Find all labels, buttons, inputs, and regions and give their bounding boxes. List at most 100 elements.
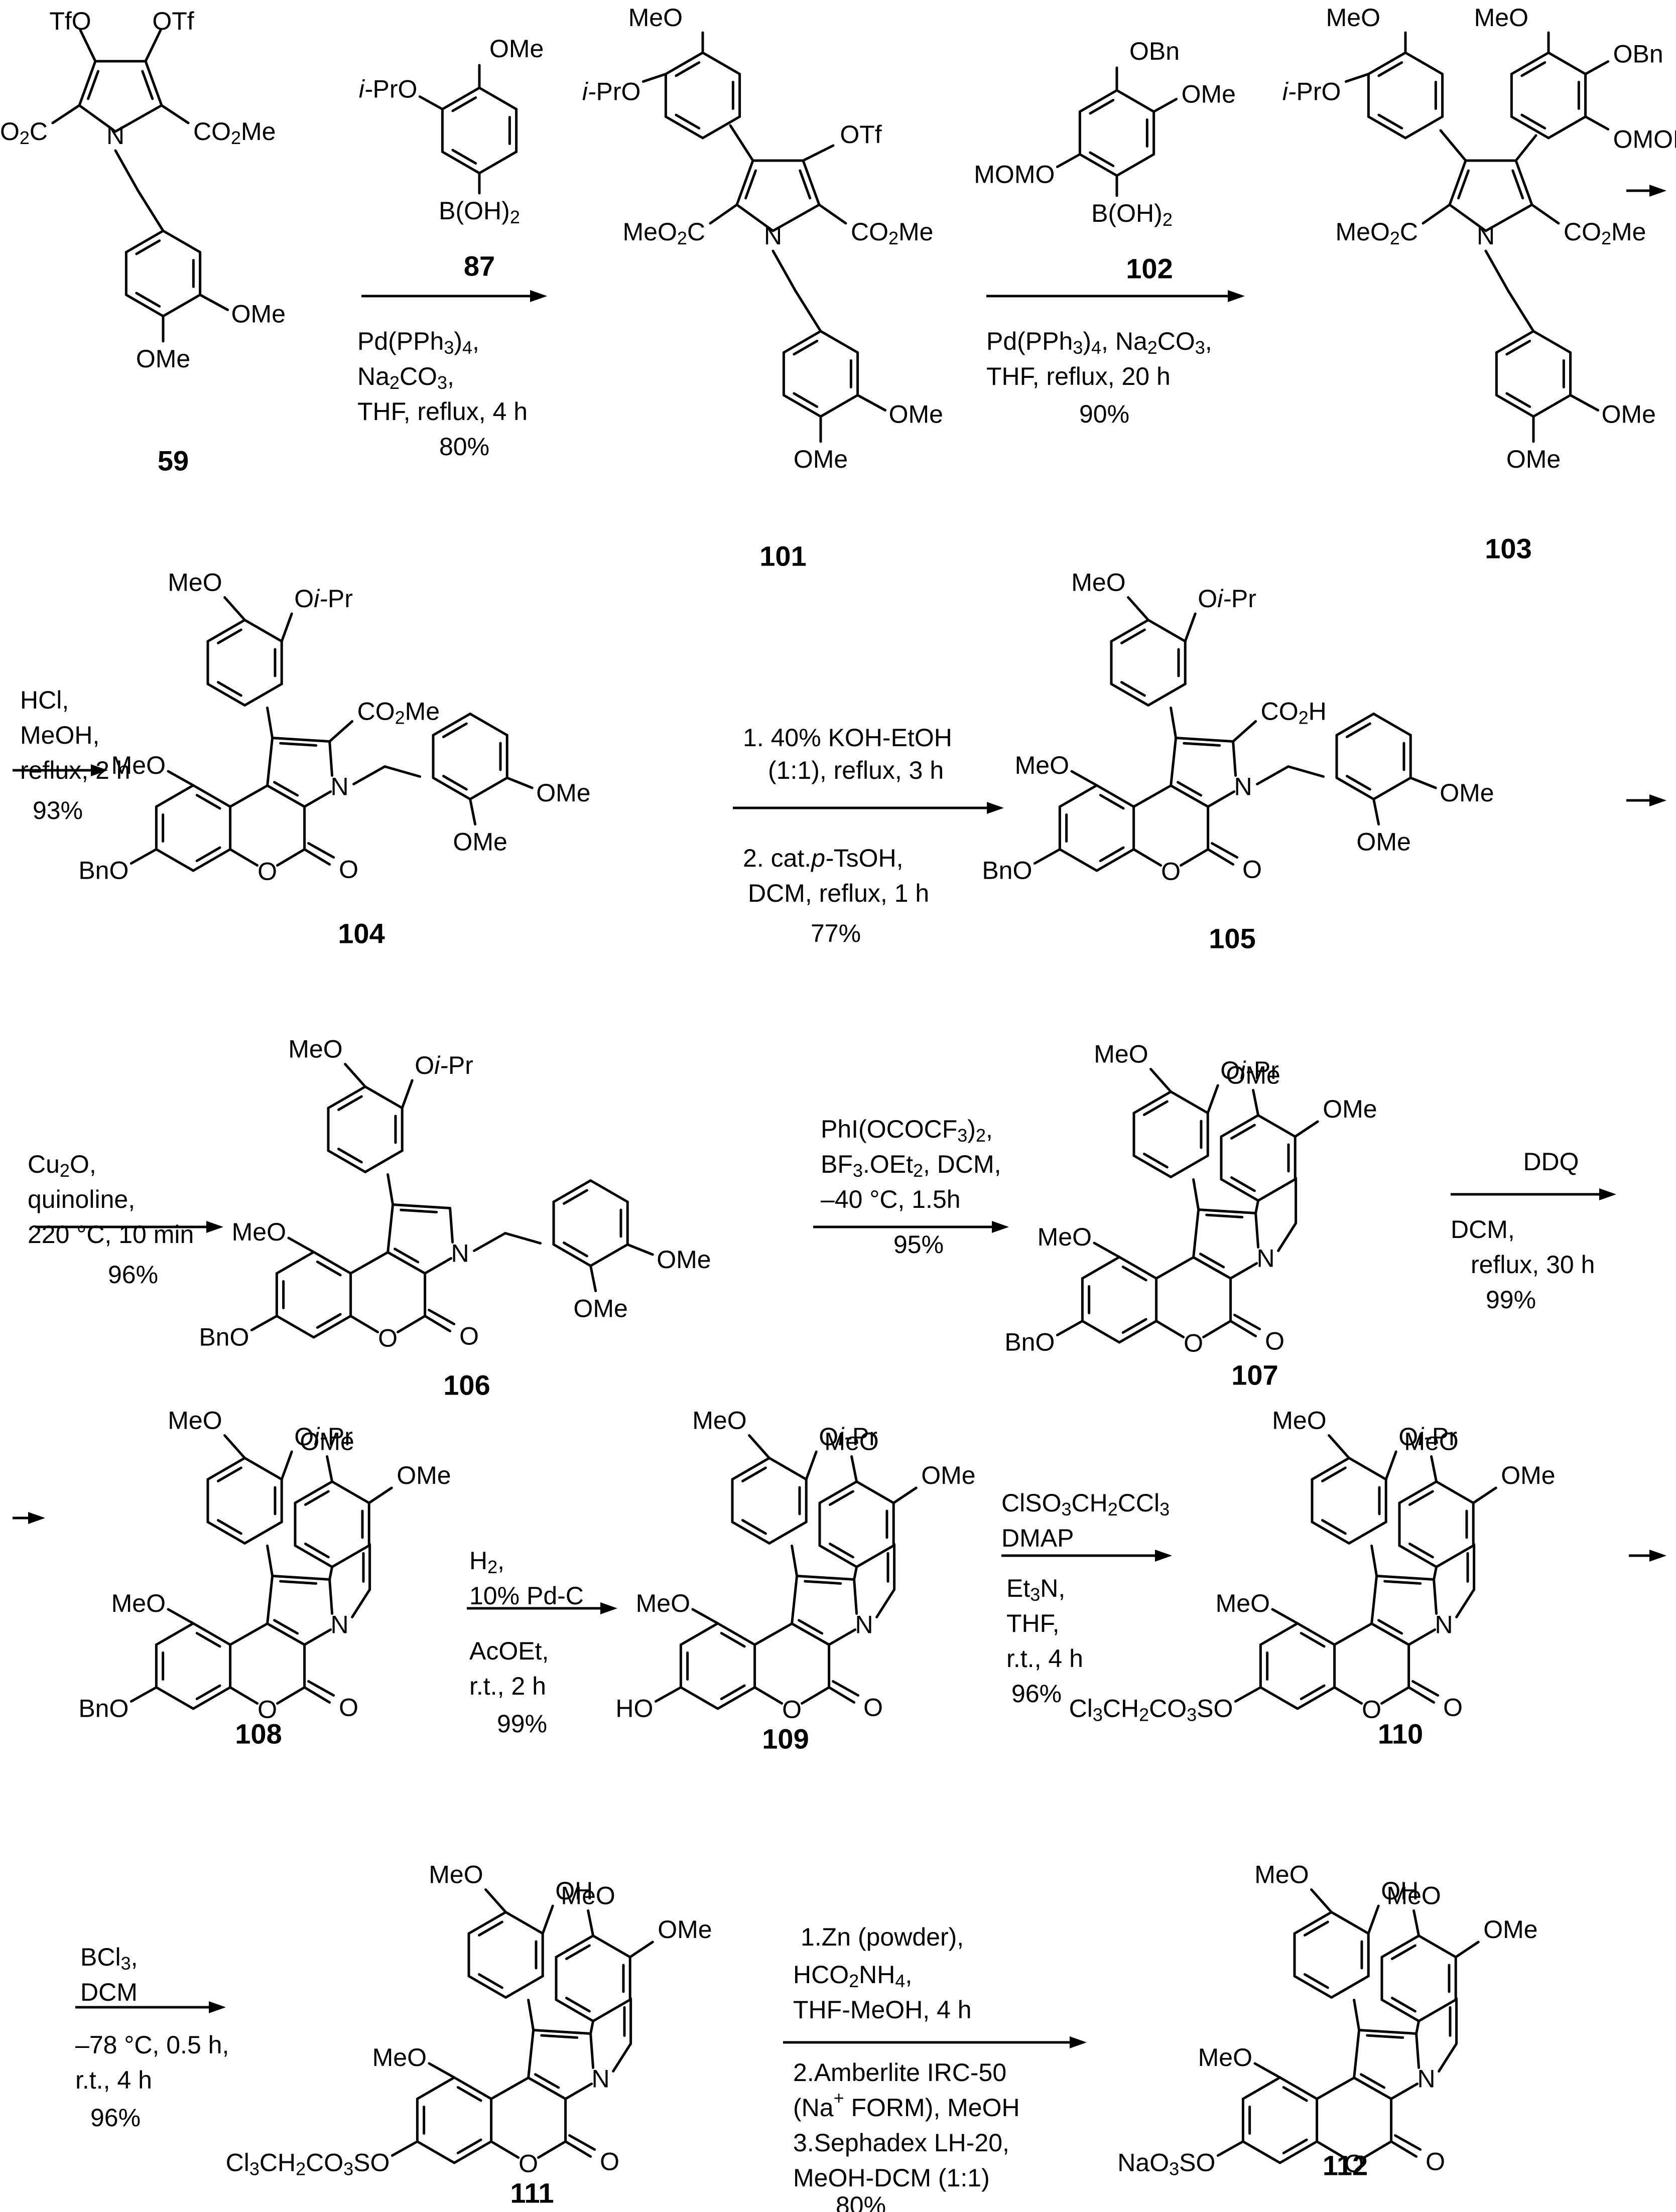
compound-number: 101 [759, 540, 806, 572]
atom-label: OMe [231, 300, 286, 328]
bond [1472, 1486, 1497, 1504]
bond [565, 1997, 591, 2013]
bond [316, 1260, 342, 1277]
bond [1390, 1944, 1416, 1960]
bond [155, 848, 195, 872]
bond [1115, 89, 1155, 113]
bond [327, 1149, 367, 1173]
bond [589, 1265, 597, 1292]
bond [135, 292, 161, 308]
bond [456, 2086, 482, 2102]
bond [1205, 1213, 1244, 1218]
bond [1229, 1262, 1258, 1280]
bond [1505, 339, 1531, 356]
atom-label: MeO2​C [0, 117, 48, 148]
bond [1259, 1686, 1299, 1710]
bond [818, 1480, 858, 1504]
bond [327, 1085, 367, 1110]
bond [1199, 1253, 1225, 1269]
reaction-condition: DCM [80, 1978, 138, 2006]
bond [51, 104, 81, 124]
reaction-condition: H2​, [469, 1547, 504, 1577]
atom-label: Cl3​CH2​CO3​SO [1069, 1695, 1233, 1725]
atom-label: O [1161, 858, 1181, 886]
bond [490, 2140, 520, 2159]
bond [1070, 770, 1098, 787]
atom-label: N [451, 1239, 469, 1268]
bond [1241, 2140, 1281, 2164]
atom-label: MeO [1272, 1407, 1326, 1435]
bond [469, 798, 477, 825]
bond [1220, 1114, 1260, 1138]
bond [675, 61, 701, 77]
atom-label: TfO [49, 7, 91, 35]
atom-label: OMe [1356, 828, 1410, 856]
bond [349, 1251, 390, 1275]
bond [1520, 113, 1546, 130]
atom-label: Cl3​CH2​CO3​SO [226, 2149, 390, 2179]
bond [216, 1519, 242, 1535]
bond [432, 776, 472, 800]
bond [1110, 619, 1150, 643]
arrow-head [600, 1602, 617, 1614]
atom-label: O [378, 1324, 398, 1352]
bond [1430, 1455, 1438, 1483]
bond [589, 1243, 629, 1267]
bond [504, 1911, 544, 1935]
atom-label: BnO [199, 1323, 249, 1351]
atom-label: O [339, 856, 358, 884]
bond [206, 1520, 246, 1545]
bond [1380, 1934, 1421, 1959]
bond [537, 2140, 567, 2159]
arrow-head [28, 1512, 45, 1524]
bond [271, 1575, 331, 1581]
bond [1330, 1975, 1370, 1999]
bond [587, 1909, 595, 1937]
bond [1584, 60, 1610, 75]
bond [791, 1622, 831, 1646]
atom-label: MeO [168, 1407, 222, 1435]
atom-label: OH [555, 1877, 593, 1905]
bond [532, 2029, 592, 2035]
bond [1367, 115, 1407, 140]
bond [469, 713, 508, 737]
bond [1259, 1622, 1299, 1646]
bond [1132, 1090, 1173, 1115]
bond [709, 203, 738, 225]
bond [266, 1622, 306, 1646]
bond [1206, 1084, 1219, 1115]
bond [1495, 394, 1535, 418]
bond [1412, 1909, 1421, 1937]
bond [1384, 1450, 1397, 1481]
bond [1398, 1480, 1438, 1504]
atom-label: OBn [1613, 40, 1663, 68]
reaction-condition: DCM, reflux, 1 h [748, 879, 929, 907]
bond [312, 1315, 352, 1339]
atom-label: i-PrO [582, 78, 641, 106]
bond [229, 848, 259, 867]
atom-label: O [339, 1694, 358, 1722]
bond [416, 2076, 456, 2100]
reaction-condition: 1.Zn (powder), [801, 1923, 964, 1951]
bond [1530, 203, 1560, 225]
bond [701, 115, 741, 140]
bond [478, 86, 518, 110]
bond [1366, 2034, 1404, 2039]
bond [441, 151, 481, 175]
atom-label: MOMO [974, 161, 1055, 189]
atom-label: MeO [1094, 1040, 1148, 1068]
bond [1569, 394, 1600, 411]
bond [1380, 1998, 1421, 2022]
bond [1296, 1622, 1336, 1646]
bond [541, 1904, 554, 1935]
bond [679, 1686, 719, 1710]
bond [477, 1920, 503, 1937]
bond [1411, 1680, 1440, 1697]
atom-label: O [257, 858, 277, 886]
atom-label: OMe [1602, 400, 1656, 429]
bond [1510, 51, 1550, 75]
atom-label: OMe [397, 1461, 451, 1489]
bond [1177, 781, 1203, 797]
atom-label: O [782, 1696, 802, 1724]
bond [1099, 846, 1125, 863]
